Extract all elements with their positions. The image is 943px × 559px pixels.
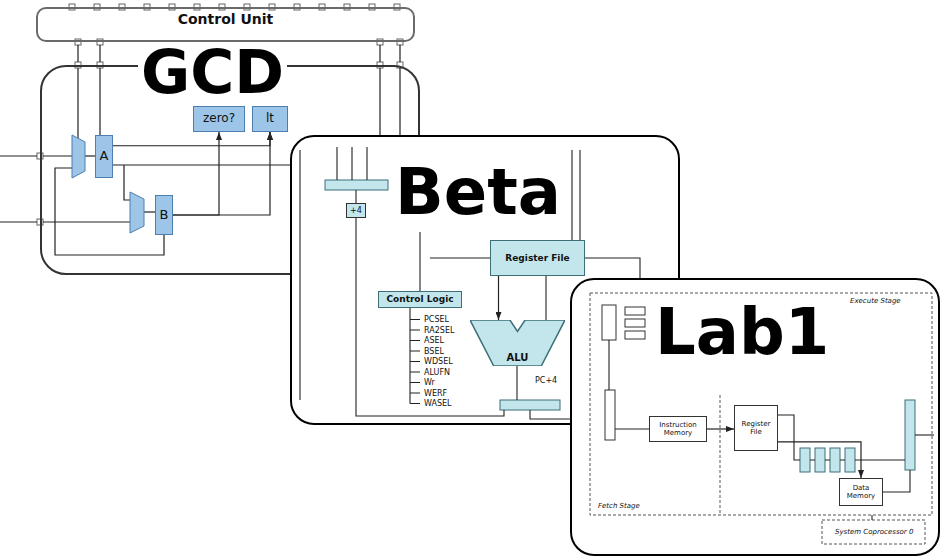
control-logic-box: Control Logic [378, 291, 462, 308]
lab1-panel: Lab1Instruction Memory Register FileData … [570, 278, 940, 556]
signal-name: WDSEL [424, 357, 453, 366]
signal-name: RA2SEL [424, 326, 454, 335]
control-unit-box: Control Unit [36, 7, 415, 42]
label-holder: System Coprocessor 0 [835, 528, 913, 536]
signal-name: WASEL [424, 399, 452, 408]
panel-title: Beta [395, 160, 561, 224]
label-holder: WDSEL [424, 357, 453, 366]
register-file-box: Register File [734, 405, 778, 451]
label-holder: ASEL [424, 336, 444, 345]
node-label: Register File [736, 420, 776, 436]
alu-shape: ALU [470, 320, 565, 366]
label-holder: Execute Stage [850, 297, 901, 305]
mux-symbol [72, 135, 85, 178]
panel-title: GCD [138, 42, 287, 102]
region-label: Fetch Stage [598, 502, 640, 510]
node-label: B [160, 208, 169, 223]
register-box: A [95, 135, 113, 178]
label-holder: WASEL [424, 399, 452, 408]
wd-mux [500, 400, 560, 410]
region-label: Execute Stage [850, 297, 901, 305]
signal-name: BSEL [424, 347, 444, 356]
label-holder: Wr [424, 378, 435, 387]
stage-outlines [590, 293, 932, 544]
node-label: ALU [507, 352, 529, 364]
label-holder: BSEL [424, 347, 444, 356]
signal-name: ALUFN [424, 368, 450, 377]
label-holder: PCSEL [424, 315, 449, 324]
pipeline-registers [602, 305, 645, 440]
node-label: A [100, 149, 109, 164]
label-holder: RA2SEL [424, 326, 454, 335]
alu-polygon [470, 320, 565, 366]
register-box: B [155, 195, 173, 235]
node-label: Register File [505, 253, 569, 263]
register-file-box: Register File [490, 240, 585, 276]
connector [113, 132, 270, 146]
connector [707, 428, 734, 429]
connector [173, 132, 270, 215]
panel-title: Lab1 [655, 300, 829, 364]
label-holder: WERF [424, 389, 447, 398]
signal-name: ASEL [424, 336, 444, 345]
comparator-box: lt [252, 106, 288, 132]
node-label: lt [266, 112, 274, 126]
label-holder: PC+4 [535, 376, 557, 385]
memory-box: Instruction Memory [649, 416, 707, 442]
adder-box: +4 [346, 203, 366, 218]
signal-name: PCSEL [424, 315, 449, 324]
region-label: System Coprocessor 0 [835, 528, 913, 536]
label-holder: ALUFN [424, 368, 450, 377]
connector [778, 442, 861, 478]
node-label: zero? [203, 112, 235, 126]
signal-name: WERF [424, 389, 447, 398]
lab1-wires [609, 340, 934, 520]
node-label: Control Logic [386, 294, 453, 304]
node-label: Instruction Memory [651, 421, 705, 437]
node-label: +4 [350, 206, 362, 215]
node-label: Control Unit [178, 11, 274, 27]
comparator-box: zero? [193, 106, 245, 132]
mux-symbol [130, 192, 144, 233]
mux-symbols [800, 400, 915, 472]
signal-name: PC+4 [535, 376, 557, 385]
memory-box: Data Memory [839, 478, 883, 506]
pc-mux [325, 180, 388, 190]
label-holder: Fetch Stage [598, 502, 640, 510]
connector [498, 276, 499, 320]
signal-name: Wr [424, 378, 435, 387]
node-label: Data Memory [841, 484, 881, 500]
connector [173, 132, 219, 215]
